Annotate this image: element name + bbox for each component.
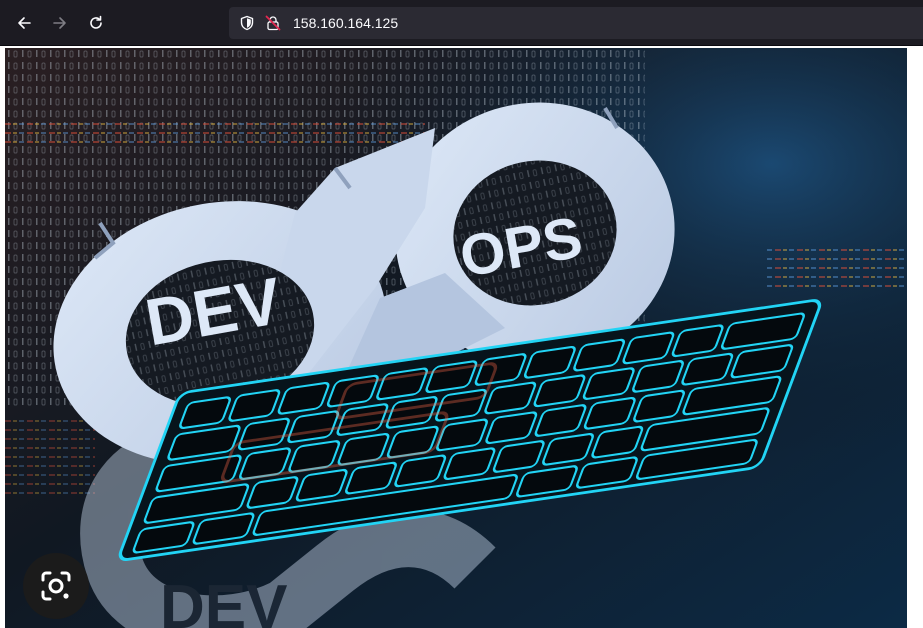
- devops-hero-image: DEV DEV OPS: [5, 48, 907, 628]
- reload-icon: [88, 15, 104, 31]
- arrow-right-icon: [52, 15, 68, 31]
- visual-search-button[interactable]: [23, 553, 89, 619]
- arrow-left-icon: [16, 15, 32, 31]
- glowing-keyboard: [118, 299, 822, 561]
- reload-button[interactable]: [80, 7, 112, 39]
- shield-icon[interactable]: [239, 15, 255, 31]
- camera-search-icon: [39, 569, 73, 603]
- forward-button[interactable]: [44, 7, 76, 39]
- url-text[interactable]: 158.160.164.125: [293, 15, 399, 31]
- address-bar[interactable]: 158.160.164.125: [229, 7, 923, 39]
- page-content: DEV DEV OPS: [0, 46, 923, 628]
- browser-toolbar: 158.160.164.125: [0, 0, 923, 46]
- back-button[interactable]: [8, 7, 40, 39]
- dev-reflection-text: DEV: [160, 573, 287, 628]
- insecure-lock-icon[interactable]: [265, 15, 281, 31]
